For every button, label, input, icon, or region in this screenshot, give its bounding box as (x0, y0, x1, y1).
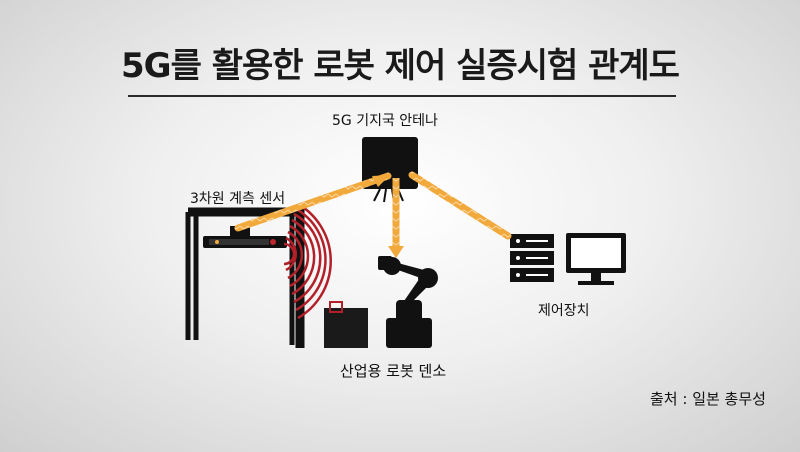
source-credit: 출처 : 일본 총무성 (650, 390, 766, 408)
connection-links (234, 171, 512, 258)
3d-sensor-device (203, 226, 287, 248)
5g-antenna-box (362, 137, 418, 203)
industrial-robot-arm (378, 256, 438, 348)
sensor-label: 3차원 계측 센서 (190, 191, 286, 207)
robot-label: 산업용 로봇 덴소 (340, 362, 447, 380)
antenna-label: 5G 기지국 안테나 (332, 113, 438, 129)
control-device-label: 제어장치 (538, 303, 590, 319)
diagram-title: 5G를 활용한 로봇 제어 실증시험 관계도 (121, 46, 680, 86)
title-underline (128, 95, 676, 97)
workpiece-box (324, 301, 368, 348)
monitor-icon (566, 233, 626, 285)
sensing-waves (283, 202, 332, 320)
server-rack (510, 234, 554, 282)
